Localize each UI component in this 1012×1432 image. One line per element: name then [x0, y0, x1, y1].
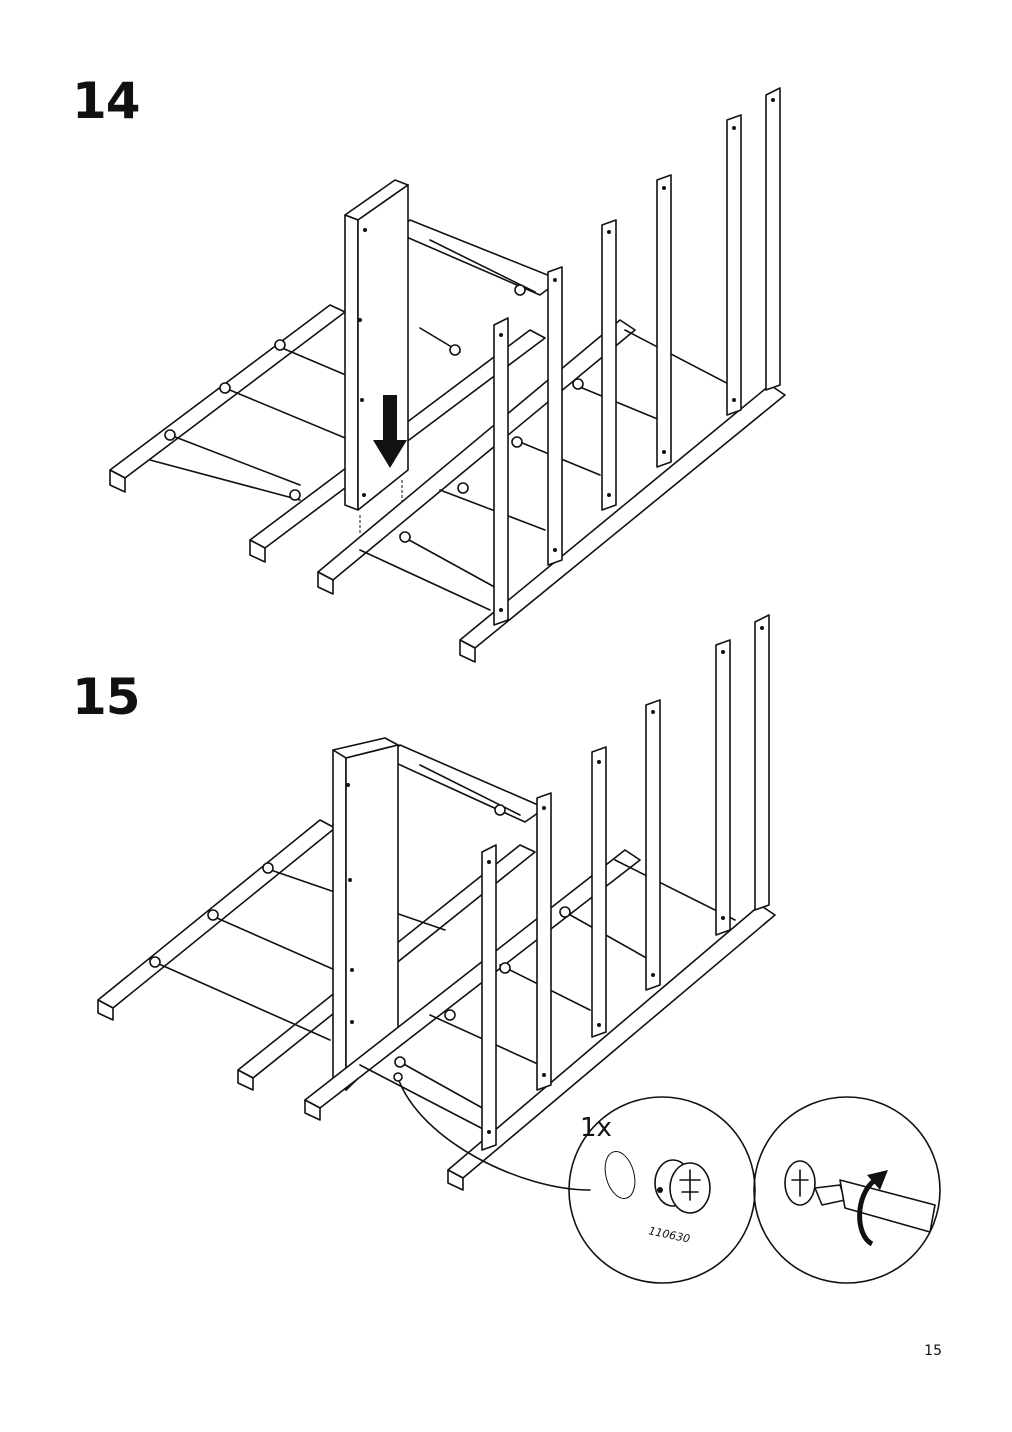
step-14-drawing: [109, 87, 786, 663]
quantity-label: 1x: [580, 1113, 612, 1143]
right-frame-15: [304, 614, 776, 1191]
cam-lock-icon: [654, 1159, 711, 1214]
callout-leader: [397, 1077, 591, 1191]
side-panel-15: [332, 737, 399, 1091]
cam-lock-detail: [568, 1096, 756, 1284]
step-14-number: 14: [72, 72, 141, 130]
step-15-drawing: [97, 614, 941, 1284]
side-panel-14: [344, 179, 409, 535]
screwdriver-icon: [814, 1179, 936, 1233]
clockwise-rotate-icon: [857, 1170, 888, 1247]
left-frame-15: [97, 744, 546, 1091]
page-number: 15: [924, 1343, 942, 1359]
screwdriver-detail: [753, 1096, 941, 1284]
down-arrow-icon: [373, 395, 407, 468]
cam-lock-face-icon: [784, 1160, 816, 1206]
part-number-label: 110630: [647, 1224, 691, 1245]
step-15-number: 15: [72, 668, 141, 726]
right-frame-14: [317, 87, 786, 663]
